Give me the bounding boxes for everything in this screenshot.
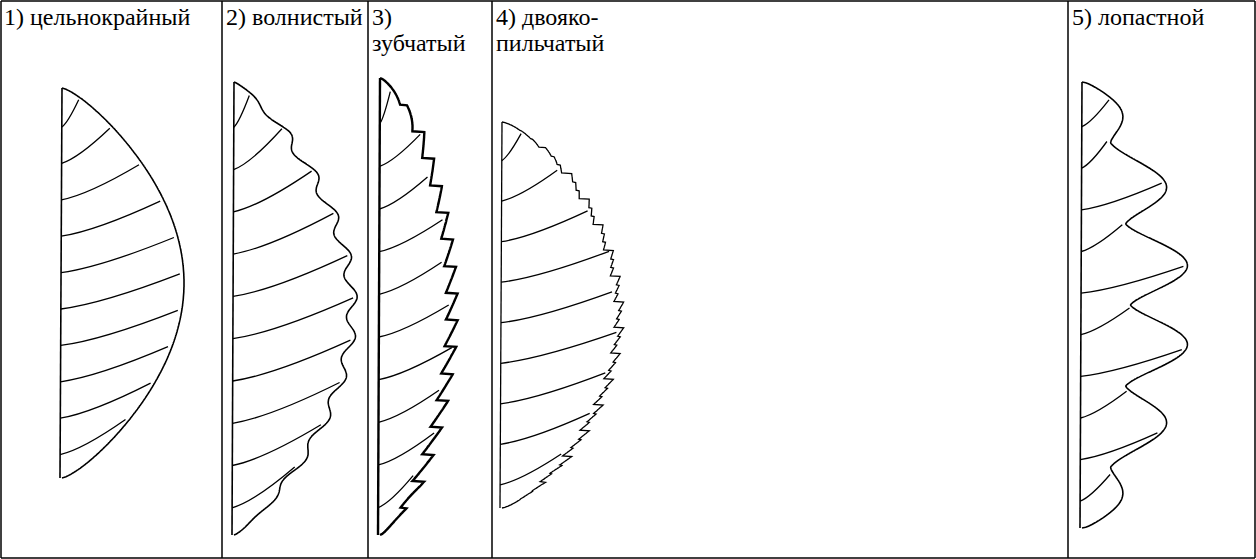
leaf-vein [379,305,449,337]
leaf-vein [233,298,353,339]
leaf-vein [233,213,333,254]
leaf-vein [62,128,110,163]
leaf-vein [501,292,612,323]
leaf-vein [501,251,609,282]
leaf-vein [500,454,561,485]
leaf-vein [61,347,169,382]
leaf-vein [1080,475,1110,502]
leaf-vein [1081,350,1182,377]
table-rule [1254,1,1256,558]
leaf-vein [1081,183,1161,210]
leaf-vein [379,220,442,252]
leaf-vein [1082,142,1107,169]
leaf-vein [379,177,427,209]
column-header: 3) зубчатый [372,4,488,56]
table-rule [1067,1,1069,558]
leaf-vein [501,332,617,363]
leaf-midrib [60,88,62,478]
leaf-vein [378,476,413,508]
leaf-vein [379,348,452,380]
table-rule [221,1,223,558]
leaf-midrib [378,78,380,535]
leaf-vein [502,170,558,201]
table-rule [491,1,493,558]
column-header: 1) цельнокрайный [4,4,190,30]
leaf-vein [233,256,347,297]
leaf-vein [234,96,250,128]
leaf-vein [502,134,521,161]
leaf-vein [232,425,321,466]
leaf-vein [61,165,139,200]
leaf-margin [502,122,624,508]
leaf-vein [1081,391,1127,418]
leaf-vein [379,390,440,422]
table-rule [1,0,1255,2]
leaf-vein [60,383,150,418]
leaf-midrib [500,122,502,508]
column-header: 4) двояко- пильчатый [496,4,646,56]
leaf-vein [1081,308,1130,335]
leaf-vein [234,129,282,170]
leaf-midrib [232,82,234,535]
leaf-vein [501,211,587,242]
leaf-vein [61,201,160,236]
leaf-vein [62,100,79,127]
leaf-vein [501,373,606,404]
leaf-vein [233,171,311,212]
table-rule [1,557,1255,559]
leaf-vein [233,383,340,424]
leaf-vein [1080,433,1157,460]
leaf-vein [500,413,589,444]
leaf-vein [380,92,391,124]
table-rule [0,1,2,558]
leaf-margin [1082,82,1187,528]
leaf-vein [61,310,178,345]
leaf-vein [1081,225,1122,252]
leaf-vein [61,238,174,273]
leaf-vein [1082,100,1109,127]
leaf-vein [233,340,351,381]
leaf-vein [1081,266,1183,293]
leaf-midrib [1080,82,1082,528]
table-rule [367,1,369,558]
column-header: 5) лопастной [1072,4,1204,30]
leaf-vein [232,467,295,508]
leaf-vein [60,420,125,455]
leaf-margin [62,88,184,478]
leaf-vein [379,262,442,294]
leaf-vein [378,433,434,465]
leaf-vein [61,274,180,309]
column-header: 2) волнистый [226,4,363,30]
leaf-margin [234,82,357,535]
leaf-vein [380,134,421,166]
